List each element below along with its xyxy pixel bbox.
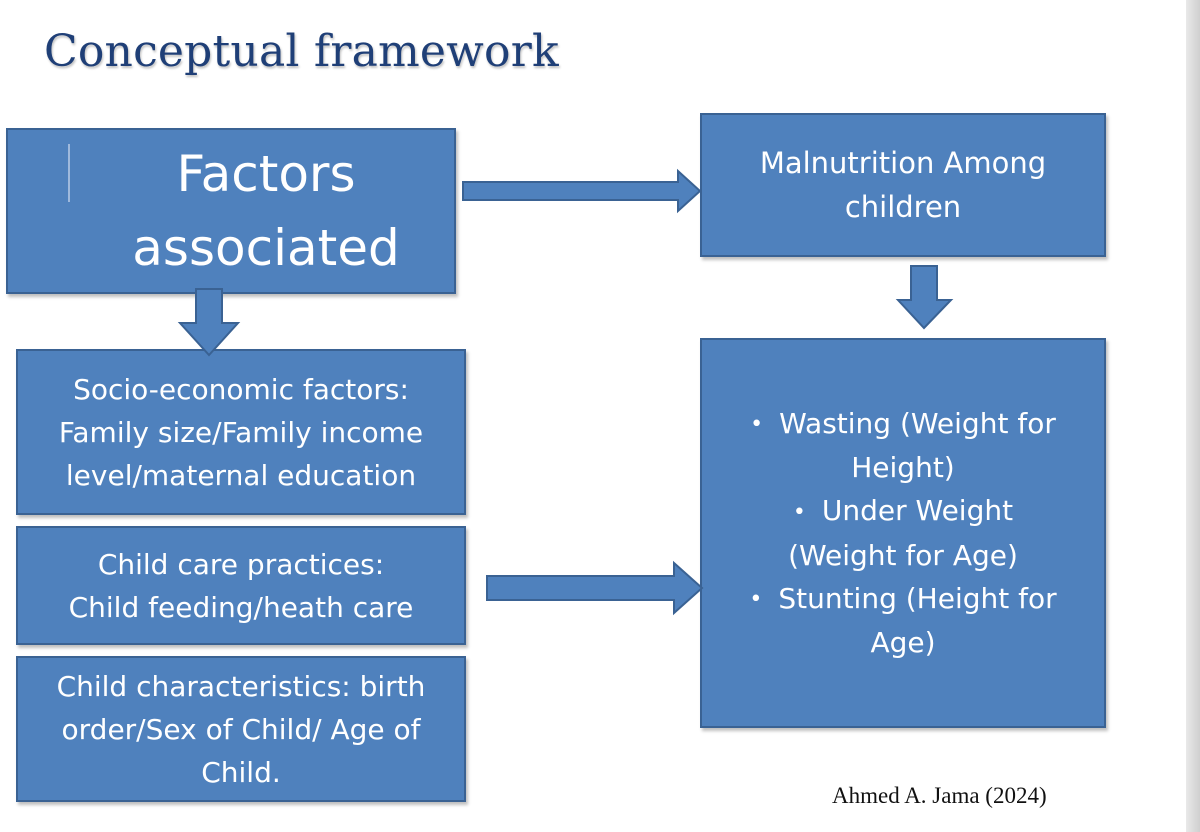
- arrow-down-to-socio: [177, 288, 241, 357]
- outcome-item: • Wasting (Weight for Height): [750, 402, 1056, 490]
- arrow-down-to-outcomes: [895, 265, 954, 330]
- outcome-line: Height): [851, 451, 955, 485]
- child-care-box: Child care practices: Child feeding/heat…: [16, 526, 466, 645]
- malnutrition-line-1: Malnutrition Among: [759, 146, 1047, 180]
- outcomes-box: • Wasting (Weight for Height) • Under Weig…: [700, 338, 1106, 728]
- child-line-1: Child characteristics: birth: [56, 669, 426, 703]
- outcome-line: Age): [870, 626, 936, 660]
- outcome-line: • Under Weight: [788, 489, 1018, 534]
- socio-line-3: level/maternal education: [65, 458, 417, 492]
- socio-line-1: Socio-economic factors:: [73, 372, 409, 406]
- outcome-text: Wasting (Weight for: [779, 406, 1056, 440]
- care-line-1: Child care practices:: [97, 547, 385, 581]
- bullet-icon: •: [750, 412, 764, 438]
- care-line-2: Child feeding/heath care: [68, 590, 414, 624]
- outcome-item: • Stunting (Height for Age): [749, 577, 1056, 665]
- outcome-text: Under Weight: [821, 494, 1014, 528]
- factors-line-2: associated: [132, 219, 400, 277]
- factors-line-1: Factors: [176, 145, 356, 203]
- bullet-icon: •: [792, 499, 806, 525]
- author-credit: Ahmed A. Jama (2024): [832, 783, 1047, 808]
- malnutrition-line-2: children: [844, 190, 962, 224]
- window-edge: [1186, 0, 1200, 832]
- arrow-right-to-malnutrition: [462, 168, 702, 214]
- outcome-line: • Wasting (Weight for: [750, 402, 1056, 447]
- outcome-line: • Stunting (Height for: [749, 577, 1056, 622]
- socio-line-2: Family size/Family income: [58, 415, 424, 449]
- page-title: Conceptual framework: [44, 26, 559, 77]
- outcome-line: (Weight for Age): [788, 538, 1018, 572]
- outcome-text: Stunting (Height for: [778, 581, 1057, 615]
- outcome-item: • Under Weight (Weight for Age): [788, 489, 1018, 577]
- child-characteristics-box: Child characteristics: birth order/Sex o…: [16, 656, 466, 802]
- malnutrition-box: Malnutrition Among children: [700, 113, 1106, 257]
- child-line-3: Child.: [201, 755, 281, 789]
- socio-economic-box: Socio-economic factors: Family size/Fami…: [16, 349, 466, 515]
- factors-associated-box: Factors associated: [6, 128, 456, 294]
- text-cursor: [68, 144, 70, 202]
- arrow-right-to-outcomes: [486, 560, 704, 616]
- child-line-2: order/Sex of Child/ Age of: [61, 712, 421, 746]
- bullet-icon: •: [749, 587, 763, 613]
